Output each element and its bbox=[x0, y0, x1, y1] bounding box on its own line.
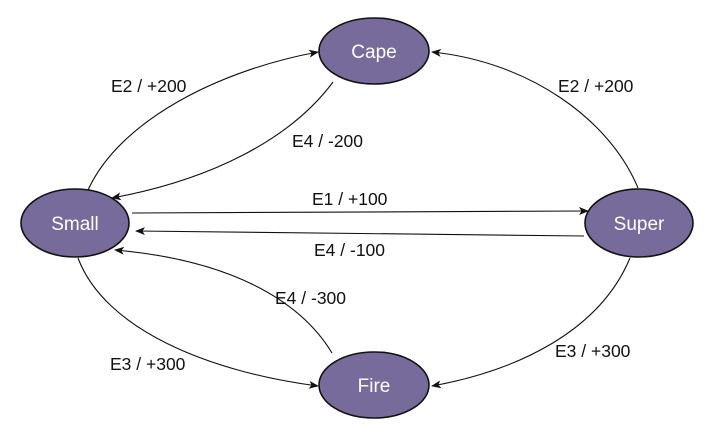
edge-cape-to-small bbox=[111, 81, 334, 201]
edge-small-to-super bbox=[131, 207, 589, 216]
edge-label-small-to-fire: E3 / +300 bbox=[110, 354, 186, 374]
edge-label-fire-to-small: E4 / -300 bbox=[275, 288, 346, 308]
node-fire-ellipse bbox=[318, 351, 430, 419]
node-super-ellipse bbox=[584, 188, 694, 258]
edge-small-to-fire bbox=[77, 257, 319, 389]
edge-super-to-fire bbox=[431, 257, 631, 389]
node-cape-label: Cape bbox=[351, 42, 396, 63]
edge-super-to-small bbox=[135, 227, 585, 237]
node-small: Small bbox=[20, 188, 130, 258]
node-small-label: Small bbox=[51, 214, 99, 235]
node-cape: Cape bbox=[318, 17, 430, 85]
node-super: Super bbox=[584, 188, 694, 258]
node-fire-label: Fire bbox=[358, 376, 391, 397]
edge-label-small-to-cape: E2 / +200 bbox=[111, 76, 187, 96]
edge-super-to-cape bbox=[431, 48, 639, 189]
node-small-ellipse bbox=[20, 188, 130, 258]
edge-label-super-to-cape: E2 / +200 bbox=[558, 76, 634, 96]
edge-label-small-to-super: E1 / +100 bbox=[312, 189, 388, 209]
node-fire: Fire bbox=[318, 351, 430, 419]
node-super-label: Super bbox=[614, 214, 665, 235]
edge-label-cape-to-small: E4 / -200 bbox=[292, 131, 363, 151]
edge-label-super-to-fire: E3 / +300 bbox=[555, 341, 631, 361]
node-cape-ellipse bbox=[318, 17, 430, 85]
edge-fire-to-small bbox=[114, 246, 333, 354]
edge-label-super-to-small: E4 / -100 bbox=[314, 240, 385, 260]
edge-small-to-cape bbox=[87, 49, 319, 191]
